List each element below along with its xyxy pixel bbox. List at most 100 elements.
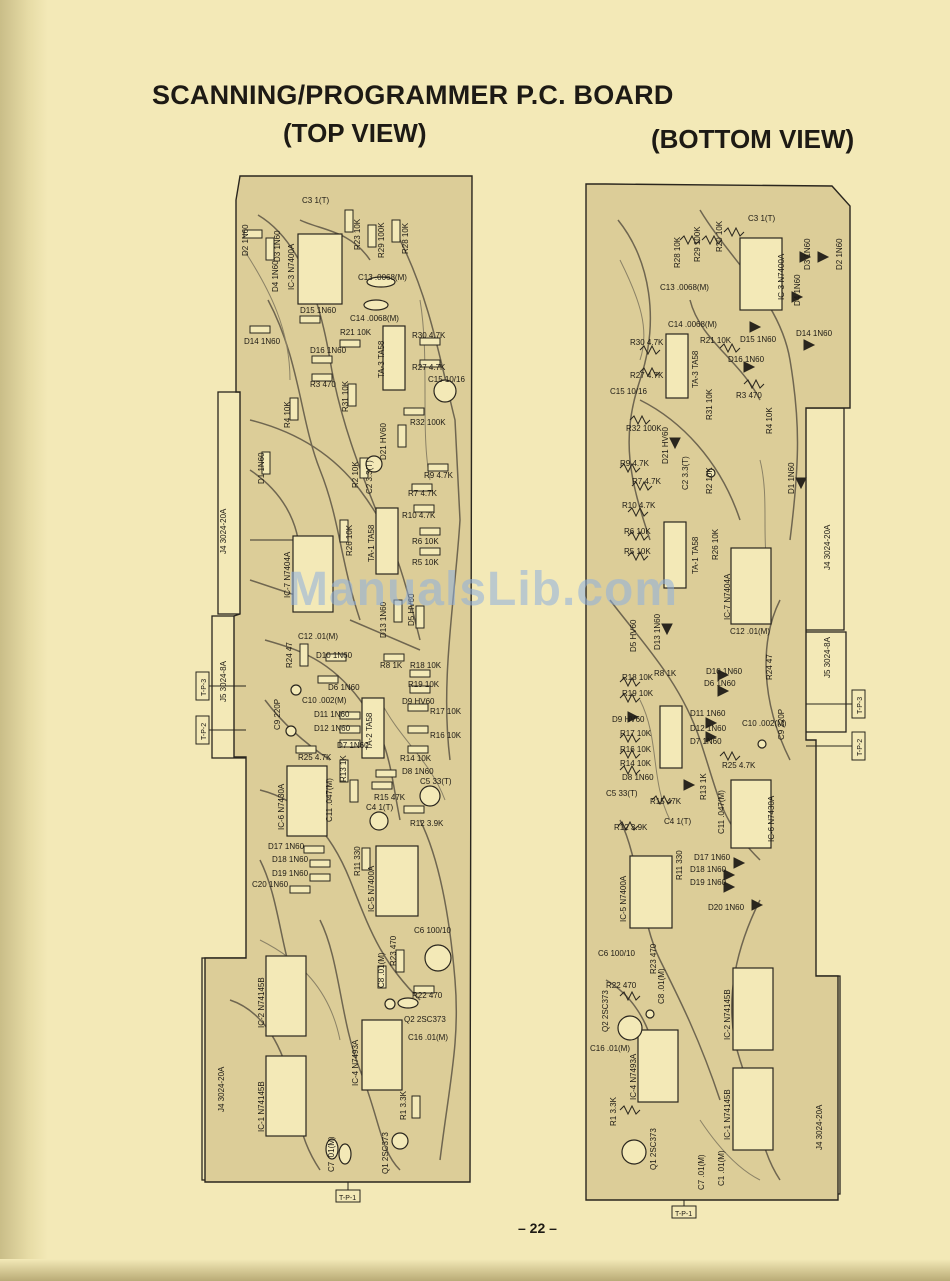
top-label-d1: D1 1N60	[257, 452, 266, 484]
top-label-d7: D7 1N60	[337, 741, 369, 750]
bottom-tp1-label: T-P-1	[675, 1211, 692, 1218]
bottom-label-c1: C1 .01(M)	[717, 1150, 726, 1186]
bottom-label-r21: R21 10K	[700, 336, 732, 345]
bottom-label-d16: D16 1N60	[728, 355, 765, 364]
page-number: – 22 –	[518, 1220, 557, 1236]
top-ic5	[375, 845, 419, 917]
top-label-ic5: IC-5 N7400A	[367, 865, 376, 912]
bottom-label-q2: Q2 2SC373	[601, 990, 610, 1032]
bottom-label-r22: R22 470	[606, 981, 637, 990]
bottom-label-d9: D9 HV60	[612, 715, 645, 724]
top-label-r24: R24 47	[285, 642, 294, 668]
top-label-r16: R16 10K	[430, 731, 462, 740]
top-label-r2: R2 10K	[351, 461, 360, 488]
bottom-label-d21: D21 HV60	[661, 427, 670, 464]
bottom-ta1	[663, 521, 687, 589]
bottom-label-c9: C9 220P	[777, 709, 786, 740]
bottom-label-d2: D2 1N60	[835, 238, 844, 270]
bottom-label-c15: C15 10/16	[610, 387, 647, 396]
top-ic6	[286, 765, 328, 837]
bottom-label-ic6: IC-6 N7430A	[767, 795, 776, 842]
top-label-r31: R31 10K	[341, 380, 350, 412]
bottom-ta3	[665, 333, 689, 399]
top-label-c14: C14 .0068(M)	[350, 314, 399, 323]
bottom-label-d6: D6 1N60	[704, 679, 736, 688]
bottom-tp3-label: T-P-3	[857, 697, 864, 714]
top-label-d13: D13 1N60	[379, 601, 388, 638]
top-label-r27: R27 4.7K	[412, 363, 446, 372]
top-label-r10: R10 4.7K	[402, 511, 436, 520]
bottom-label-r24: R24 47	[765, 654, 774, 680]
top-label-ic6: IC-6 N7430A	[277, 783, 286, 830]
top-label-c20: C20 1N60	[252, 880, 289, 889]
bottom-label-d7: D7 1N60	[690, 737, 722, 746]
bottom-label-r20: R20 10K	[715, 220, 724, 252]
bottom-view-label: (BOTTOM VIEW)	[651, 124, 855, 154]
bottom-label-r15: R15 47K	[650, 797, 682, 806]
bottom-label-r2: R2 10K	[705, 467, 714, 494]
bottom-label-r10: R10 4.7K	[622, 501, 656, 510]
bottom-connector-j4-upper	[801, 407, 845, 631]
top-label-r14: R14 10K	[400, 754, 432, 763]
top-label-r23b: R23 470	[389, 935, 398, 966]
bottom-label-d3: D3 1N60	[803, 238, 812, 270]
top-label-ic1: IC-1 N74145B	[257, 1081, 266, 1132]
bottom-label-c11: C11 .047(M)	[717, 790, 726, 834]
bottom-ic4	[637, 1029, 679, 1103]
bottom-tp2-label: T-P-2	[857, 739, 864, 756]
top-ic4	[361, 1019, 403, 1091]
bottom-label-r27: R27 4.7K	[630, 371, 664, 380]
top-label-ta2: TA-2 TA58	[365, 712, 374, 750]
top-label-r13: R13 1K	[339, 755, 348, 782]
top-ic3	[297, 233, 343, 305]
bottom-label-c2: C2 3.3(T)	[681, 456, 690, 490]
bottom-label-c8: C8 .01(M)	[657, 968, 666, 1004]
top-label-r30: R30 4.7K	[412, 331, 446, 340]
top-label-d18: D18 1N60	[272, 855, 309, 864]
bottom-label-c6: C6 100/10	[598, 949, 635, 958]
bottom-label-d17: D17 1N60	[694, 853, 731, 862]
top-tp3-label: T-P-3	[201, 679, 208, 696]
bottom-label-r11: R11 330	[675, 850, 684, 880]
top-label-ic3: IC-3 N7400A	[287, 243, 296, 290]
bottom-label-ic3: IC-3 N7400A	[777, 253, 786, 300]
manualslib-watermark: ManualsLib.com	[287, 563, 679, 616]
top-label-c13: C13 .0068(M)	[358, 273, 407, 282]
top-label-c5: C5 33(T)	[420, 777, 452, 786]
top-view-board: T-P-3 T-P-2 T-P-1 C3 1(T) R23 10K R29 10…	[195, 175, 473, 1203]
bottom-label-c7: C7 .01(M)	[697, 1154, 706, 1190]
bottom-label-d10: D10 1N60	[706, 667, 743, 676]
bottom-label-ic2: IC-2 N74145B	[723, 989, 732, 1040]
top-label-c6: C6 100/10	[414, 926, 451, 935]
top-label-q2: Q2 2SC373	[404, 1015, 446, 1024]
bottom-label-j5: J5 3024-8A	[823, 636, 832, 678]
bottom-label-j4-upper: J4 3024-20A	[823, 524, 832, 570]
top-label-d3: D3 1N60	[273, 230, 282, 262]
bottom-label-r6: R6 10K	[624, 527, 651, 536]
bottom-label-r31: R31 10K	[705, 388, 714, 420]
top-label-d2: D2 1N60	[241, 224, 250, 256]
bottom-label-r5: R5 10K	[624, 547, 651, 556]
top-label-ic4: IC-4 N7493A	[351, 1039, 360, 1086]
bottom-label-c3: C3 1(T)	[748, 214, 775, 223]
top-label-c3: C3 1(T)	[302, 196, 329, 205]
top-label-ta3: TA-3 TA58	[377, 340, 386, 378]
top-label-d5: D5 HV60	[407, 593, 416, 626]
bottom-label-ta3: TA-3 TA58	[691, 350, 700, 388]
top-label-d4: D4 1N60	[271, 260, 280, 292]
bottom-label-d20: D20 1N60	[708, 903, 745, 912]
top-label-d10: D10 1N60	[316, 651, 353, 660]
bottom-label-r32: R32 100K	[626, 424, 662, 433]
top-label-d16: D16 1N60	[310, 346, 347, 355]
bottom-label-c14: C14 .0068(M)	[668, 320, 717, 329]
top-ta1	[375, 507, 399, 575]
top-label-j4-lower: J4 3024-20A	[217, 1066, 226, 1112]
top-label-j4-upper: J4 3024-20A	[219, 508, 228, 554]
top-label-d11: D11 1N60	[314, 710, 350, 719]
page-bottom-edge	[0, 1259, 950, 1281]
top-label-d12: D12 1N60	[314, 724, 351, 733]
top-ic7	[292, 535, 334, 613]
bottom-label-r4: R4 10K	[765, 407, 774, 434]
bottom-label-d8: D8 1N60	[622, 773, 654, 782]
bottom-label-r1: R1 3.3K	[609, 1096, 618, 1126]
